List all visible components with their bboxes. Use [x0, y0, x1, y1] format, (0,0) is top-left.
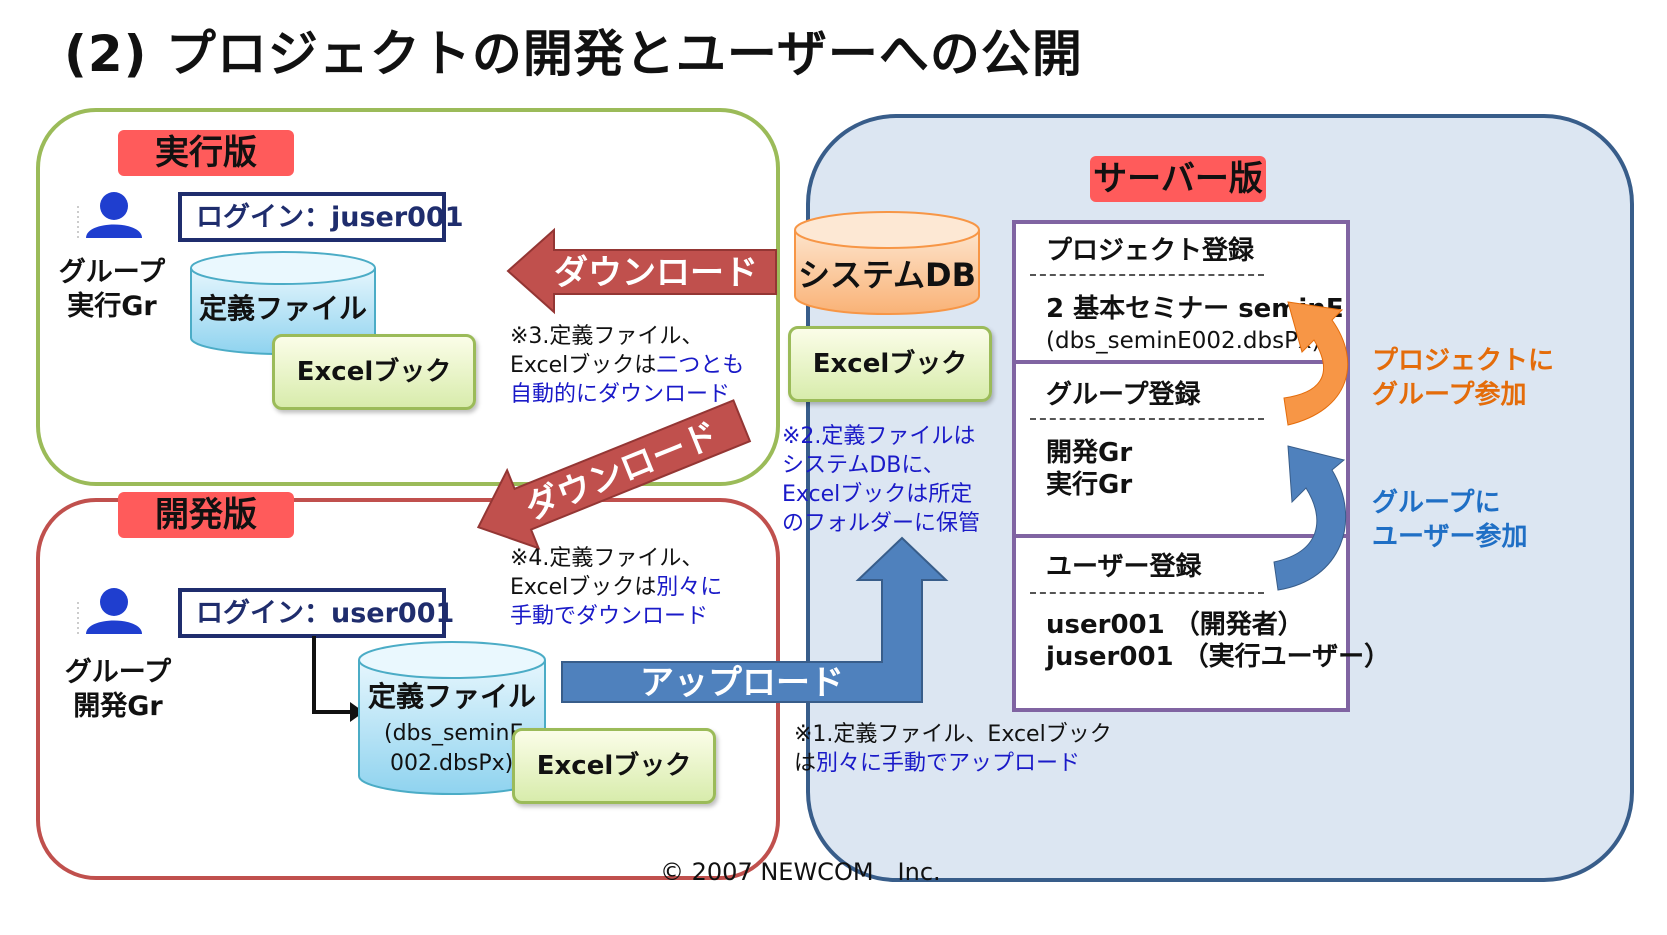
note-4-line3: 手動でダウンロード: [510, 604, 709, 629]
side-group-line1: グループに: [1372, 488, 1501, 518]
dashed-separator: [1030, 592, 1264, 594]
download-arrow-diagonal: ダウンロード: [476, 399, 752, 550]
exec-group-line1: グループ: [58, 257, 166, 288]
user-icon: [77, 588, 142, 636]
note-2-line4: のフォルダーに保管: [782, 511, 981, 536]
note-2-line2: システムDBに、: [782, 453, 945, 478]
note-2-line1: ※2.定義ファイルは: [782, 424, 976, 449]
upload-label: アップロード: [640, 663, 844, 703]
exec-login-box: ログイン：juser001: [178, 192, 464, 242]
side-label-project: プロジェクトに グループ参加: [1372, 344, 1554, 412]
blue-curved-arrow: [1273, 445, 1347, 591]
note-3: ※3.定義ファイル、 Excelブックは二つとも 自動的にダウンロード: [510, 322, 744, 409]
project-registration-heading: プロジェクト登録: [1046, 236, 1255, 266]
note-1-line1: ※1.定義ファイル、Excelブック: [794, 722, 1112, 747]
server-version-tag: サーバー版: [1090, 156, 1266, 202]
download-arrow-top: ダウンロード: [506, 227, 777, 315]
upload-arrow: アップロード: [561, 536, 949, 703]
list-divider: [1012, 360, 1350, 364]
side-group-line2: ユーザー参加: [1372, 522, 1528, 552]
note-3-line1: ※3.定義ファイル、: [510, 324, 704, 349]
download-label-top: ダウンロード: [554, 253, 758, 293]
note-2: ※2.定義ファイルは システムDBに、 Excelブックは所定 のフォルダーに保…: [782, 422, 980, 538]
system-db-label: システムDB: [798, 256, 976, 294]
note-3-line3: 自動的にダウンロード: [510, 382, 731, 407]
dev-db-sub2: 002.dbsPx): [390, 751, 513, 776]
system-db: システムDB: [794, 211, 980, 315]
note-4-line2b: 別々に: [656, 575, 723, 600]
dev-group-line1: グループ: [64, 657, 172, 688]
download-label-diagonal: ダウンロード: [520, 415, 724, 529]
curved-arrows: [1273, 301, 1349, 591]
server-excel-book: Excelブック: [788, 326, 992, 402]
note-1-line2b: 別々に手動でアップロード: [816, 751, 1081, 776]
group-registration-heading: グループ登録: [1046, 380, 1201, 410]
dev-db-sub1: (dbs_seminE: [384, 721, 523, 746]
note-2-line3: Excelブックは所定: [782, 482, 973, 507]
dashed-separator: [1030, 418, 1264, 420]
side-project-line2: グループ参加: [1372, 380, 1527, 410]
elbow-arrow: [312, 636, 364, 722]
side-label-group: グループに ユーザー参加: [1372, 486, 1527, 554]
list-divider: [1012, 534, 1350, 538]
group-item-dev: 開発Gr: [1046, 438, 1133, 468]
dev-version-tag: 開発版: [118, 492, 294, 538]
note-1-line2a: は: [794, 751, 817, 776]
exec-group-label: グループ 実行Gr: [52, 256, 172, 324]
exec-version-tag: 実行版: [118, 130, 294, 176]
note-1: ※1.定義ファイル、Excelブック は別々に手動でアップロード: [794, 720, 1112, 778]
page-title: (2) プロジェクトの開発とユーザーへの公開: [64, 25, 1083, 83]
user-item-dev: user001 （開発者）: [1046, 610, 1304, 640]
user-registration-heading: ユーザー登録: [1046, 552, 1202, 582]
dev-definition-db: 定義ファイル (dbs_seminE 002.dbsPx): [358, 641, 546, 795]
note-4: ※4.定義ファイル、 Excelブックは別々に 手動でダウンロード: [510, 544, 722, 631]
exec-definition-db: 定義ファイル: [190, 251, 376, 355]
project-item-sub: (dbs_seminE002.dbsPx): [1046, 328, 1321, 354]
note-3-line2b: 二つとも: [656, 353, 745, 378]
note-1-line2: は別々に手動でアップロード: [794, 749, 1112, 778]
group-item-exec: 実行Gr: [1046, 470, 1133, 500]
dev-excel-book: Excelブック: [512, 728, 716, 804]
note-3-line2a: Excelブックは: [510, 353, 657, 378]
exec-excel-book: Excelブック: [272, 334, 476, 410]
side-project-line1: プロジェクトに: [1372, 346, 1555, 376]
copyright: © 2007 NEWCOM Inc.: [660, 858, 941, 886]
dev-group-line2: 開発Gr: [73, 691, 163, 722]
user-icon: [77, 192, 142, 240]
orange-curved-arrow: [1283, 301, 1349, 426]
dashed-separator: [1030, 274, 1264, 276]
exec-db-label: 定義ファイル: [199, 292, 367, 325]
dev-db-label: 定義ファイル: [368, 680, 536, 713]
note-4-line1: ※4.定義ファイル、: [510, 546, 704, 571]
note-3-line2: Excelブックは二つとも: [510, 351, 744, 380]
user-item-exec: juser001 （実行ユーザー）: [1046, 642, 1391, 672]
exec-group-line2: 実行Gr: [67, 291, 157, 322]
dev-login-box: ログイン：user001: [178, 588, 454, 638]
note-4-line2a: Excelブックは: [510, 575, 657, 600]
note-4-line2: Excelブックは別々に: [510, 573, 722, 602]
dev-group-label: グループ 開発Gr: [56, 656, 180, 724]
